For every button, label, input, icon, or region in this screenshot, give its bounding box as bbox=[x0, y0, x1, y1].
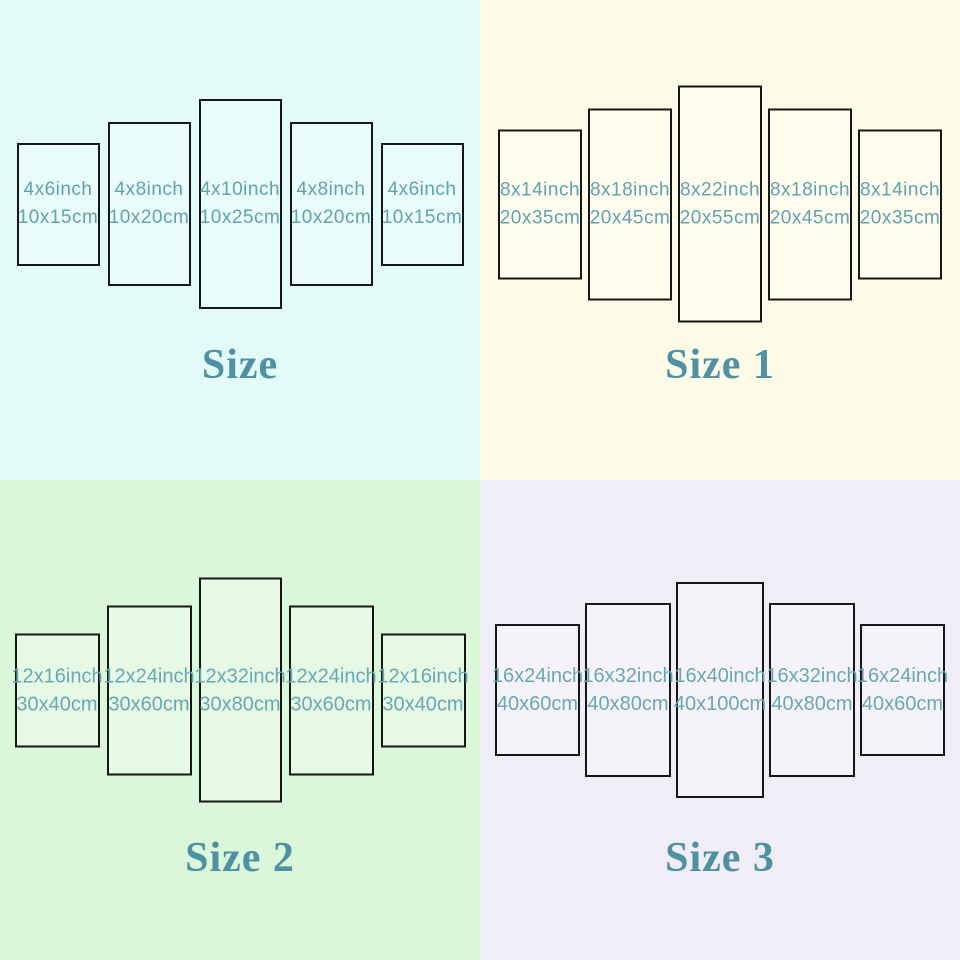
panel-size-inch: 16x24inch bbox=[491, 665, 584, 687]
quadrant-title: Size 3 bbox=[665, 835, 775, 881]
panel-rect: 12x24inch 30x60cm bbox=[285, 605, 377, 775]
panel-size-cm: 40x60cm bbox=[496, 693, 579, 715]
panel-size-cm: 20x35cm bbox=[499, 207, 581, 228]
panel-rect: 8x22inch 20x55cm bbox=[678, 85, 762, 323]
panel-rect: 8x18inch 20x45cm bbox=[768, 108, 852, 300]
panel-size-cm: 10x20cm bbox=[108, 207, 190, 228]
panel-rect: 16x24inch 40x60cm bbox=[856, 624, 949, 756]
panel-size-cm: 30x60cm bbox=[108, 693, 190, 715]
panel-rect: 12x32inch 30x80cm bbox=[194, 577, 286, 803]
panel-rect: 8x14inch 20x35cm bbox=[858, 129, 942, 279]
panel-size-inch: 4x6inch bbox=[387, 179, 457, 200]
panel-size-cm: 30x80cm bbox=[199, 693, 281, 715]
panel-size-inch: 4x10inch bbox=[199, 179, 281, 200]
panel-size-inch: 12x16inch bbox=[377, 665, 469, 687]
panel-size-inch: 4x6inch bbox=[23, 179, 93, 200]
panel-rect: 16x32inch 40x80cm bbox=[766, 603, 858, 777]
quadrant-title: Size 1 bbox=[665, 342, 775, 388]
panel-size-inch: 8x22inch bbox=[679, 179, 761, 200]
panel-size-cm: 40x80cm bbox=[771, 693, 853, 715]
panel-size-inch: 16x32inch bbox=[766, 665, 858, 687]
quadrant-size-3: 16x24inch 40x60cm 16x32inch 40x80cm 16x4… bbox=[480, 480, 960, 960]
panel-size-cm: 20x35cm bbox=[859, 207, 941, 228]
quadrant-size: 4x6inch 10x15cm 4x8inch 10x20cm 4x10inch… bbox=[0, 0, 480, 480]
panel-rect: 4x6inch 10x15cm bbox=[16, 142, 100, 266]
panel-size-inch: 12x32inch bbox=[194, 665, 286, 687]
panel-size-cm: 10x15cm bbox=[17, 207, 99, 228]
panel-size-cm: 40x60cm bbox=[861, 693, 944, 715]
panel-size-inch: 8x18inch bbox=[589, 179, 671, 200]
panel-row: 12x16inch 30x40cm 12x24inch 30x60cm 12x3… bbox=[0, 577, 480, 803]
panel-row: 16x24inch 40x60cm 16x32inch 40x80cm 16x4… bbox=[480, 582, 960, 798]
panel-rect: 16x40inch 40x100cm bbox=[673, 582, 767, 798]
panel-size-inch: 16x40inch bbox=[674, 665, 766, 687]
panel-size-cm: 30x40cm bbox=[16, 693, 98, 715]
panel-size-inch: 4x8inch bbox=[114, 179, 184, 200]
panel-size-cm: 20x45cm bbox=[589, 207, 671, 228]
panel-rect: 8x14inch 20x35cm bbox=[498, 129, 582, 279]
panel-size-cm: 20x55cm bbox=[679, 207, 761, 228]
panel-rect: 12x16inch 30x40cm bbox=[11, 633, 103, 747]
panel-rect: 8x18inch 20x45cm bbox=[588, 108, 672, 300]
panel-rect: 4x8inch 10x20cm bbox=[289, 122, 373, 286]
panel-size-inch: 12x24inch bbox=[285, 665, 377, 687]
panel-row: 8x14inch 20x35cm 8x18inch 20x45cm 8x22in… bbox=[480, 85, 960, 323]
panel-size-cm: 20x45cm bbox=[769, 207, 851, 228]
panel-size-inch: 12x24inch bbox=[103, 665, 195, 687]
panel-size-inch: 16x32inch bbox=[582, 665, 674, 687]
panel-rect: 4x10inch 10x25cm bbox=[198, 99, 282, 309]
panel-size-inch: 12x16inch bbox=[11, 665, 103, 687]
panel-size-cm: 40x80cm bbox=[587, 693, 669, 715]
panel-size-cm: 30x40cm bbox=[382, 693, 464, 715]
panel-row: 4x6inch 10x15cm 4x8inch 10x20cm 4x10inch… bbox=[0, 99, 480, 309]
panel-size-cm: 40x100cm bbox=[673, 693, 767, 715]
panel-size-inch: 8x14inch bbox=[499, 179, 581, 200]
panel-rect: 12x24inch 30x60cm bbox=[103, 605, 195, 775]
panel-size-inch: 4x8inch bbox=[296, 179, 366, 200]
panel-size-inch: 16x24inch bbox=[856, 665, 949, 687]
panel-size-cm: 10x25cm bbox=[199, 207, 281, 228]
quadrant-size-1: 8x14inch 20x35cm 8x18inch 20x45cm 8x22in… bbox=[480, 0, 960, 480]
panel-size-cm: 10x15cm bbox=[381, 207, 463, 228]
panel-size-cm: 30x60cm bbox=[290, 693, 372, 715]
panel-size-cm: 10x20cm bbox=[290, 207, 372, 228]
quadrant-title: Size bbox=[201, 342, 279, 388]
panel-rect: 12x16inch 30x40cm bbox=[377, 633, 469, 747]
panel-size-inch: 8x14inch bbox=[859, 179, 941, 200]
quadrant-size-2: 12x16inch 30x40cm 12x24inch 30x60cm 12x3… bbox=[0, 480, 480, 960]
panel-rect: 16x24inch 40x60cm bbox=[491, 624, 584, 756]
panel-rect: 16x32inch 40x80cm bbox=[582, 603, 674, 777]
panel-rect: 4x8inch 10x20cm bbox=[107, 122, 191, 286]
panel-rect: 4x6inch 10x15cm bbox=[380, 142, 464, 266]
quadrant-title: Size 2 bbox=[185, 835, 295, 881]
panel-size-inch: 8x18inch bbox=[769, 179, 851, 200]
